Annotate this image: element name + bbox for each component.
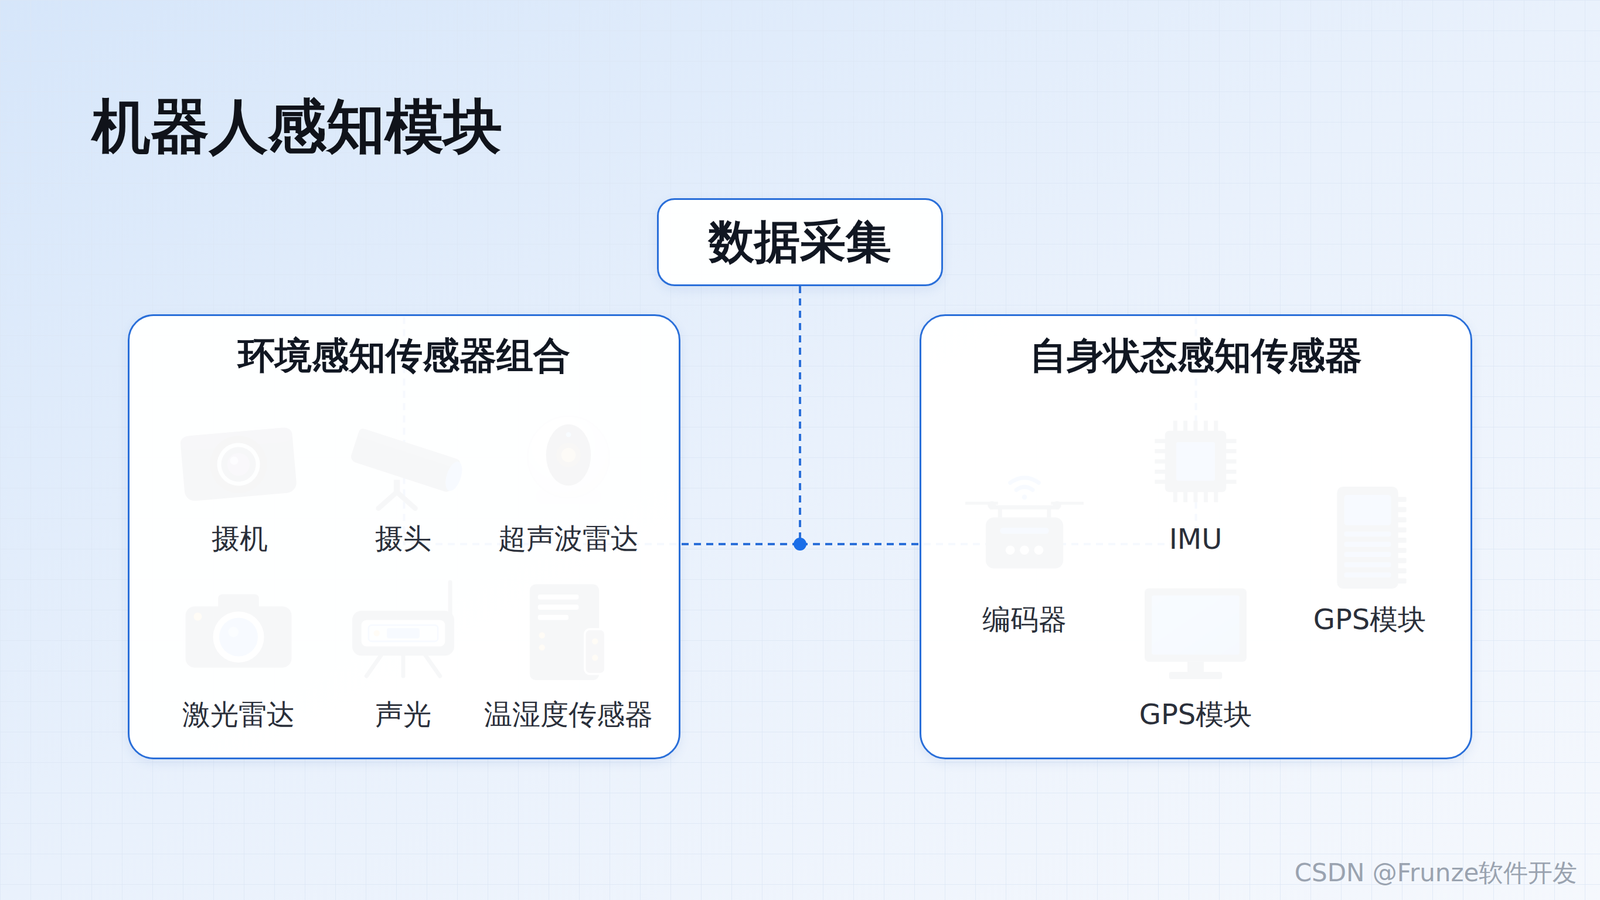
sensor-label: 超声波雷达 <box>498 519 639 558</box>
sensor-label: 编码器 <box>982 600 1067 639</box>
page-title: 机器人感知模块 <box>92 87 503 168</box>
sensor-label: 摄头 <box>375 519 432 558</box>
sensor-label: GPS模块 <box>1139 695 1253 734</box>
watermark: CSDN @Frunze软件开发 <box>1294 856 1578 890</box>
sensor-label: 声光 <box>375 695 432 734</box>
sensor-label: 摄机 <box>211 519 268 558</box>
sensor-label: 激光雷达 <box>182 695 295 734</box>
sensor-label: IMU <box>1169 522 1223 556</box>
junction-dot <box>793 537 807 551</box>
collection-box: 数据采集 <box>656 198 944 287</box>
sensor-label: GPS模块 <box>1313 600 1427 639</box>
box-label: 数据采集 <box>708 214 892 270</box>
panel-heading: 环境感知传感器组合 <box>237 333 571 379</box>
panel-heading: 自身状态感知传感器 <box>1029 333 1363 379</box>
sensor-label: 温湿度传感器 <box>484 695 653 734</box>
